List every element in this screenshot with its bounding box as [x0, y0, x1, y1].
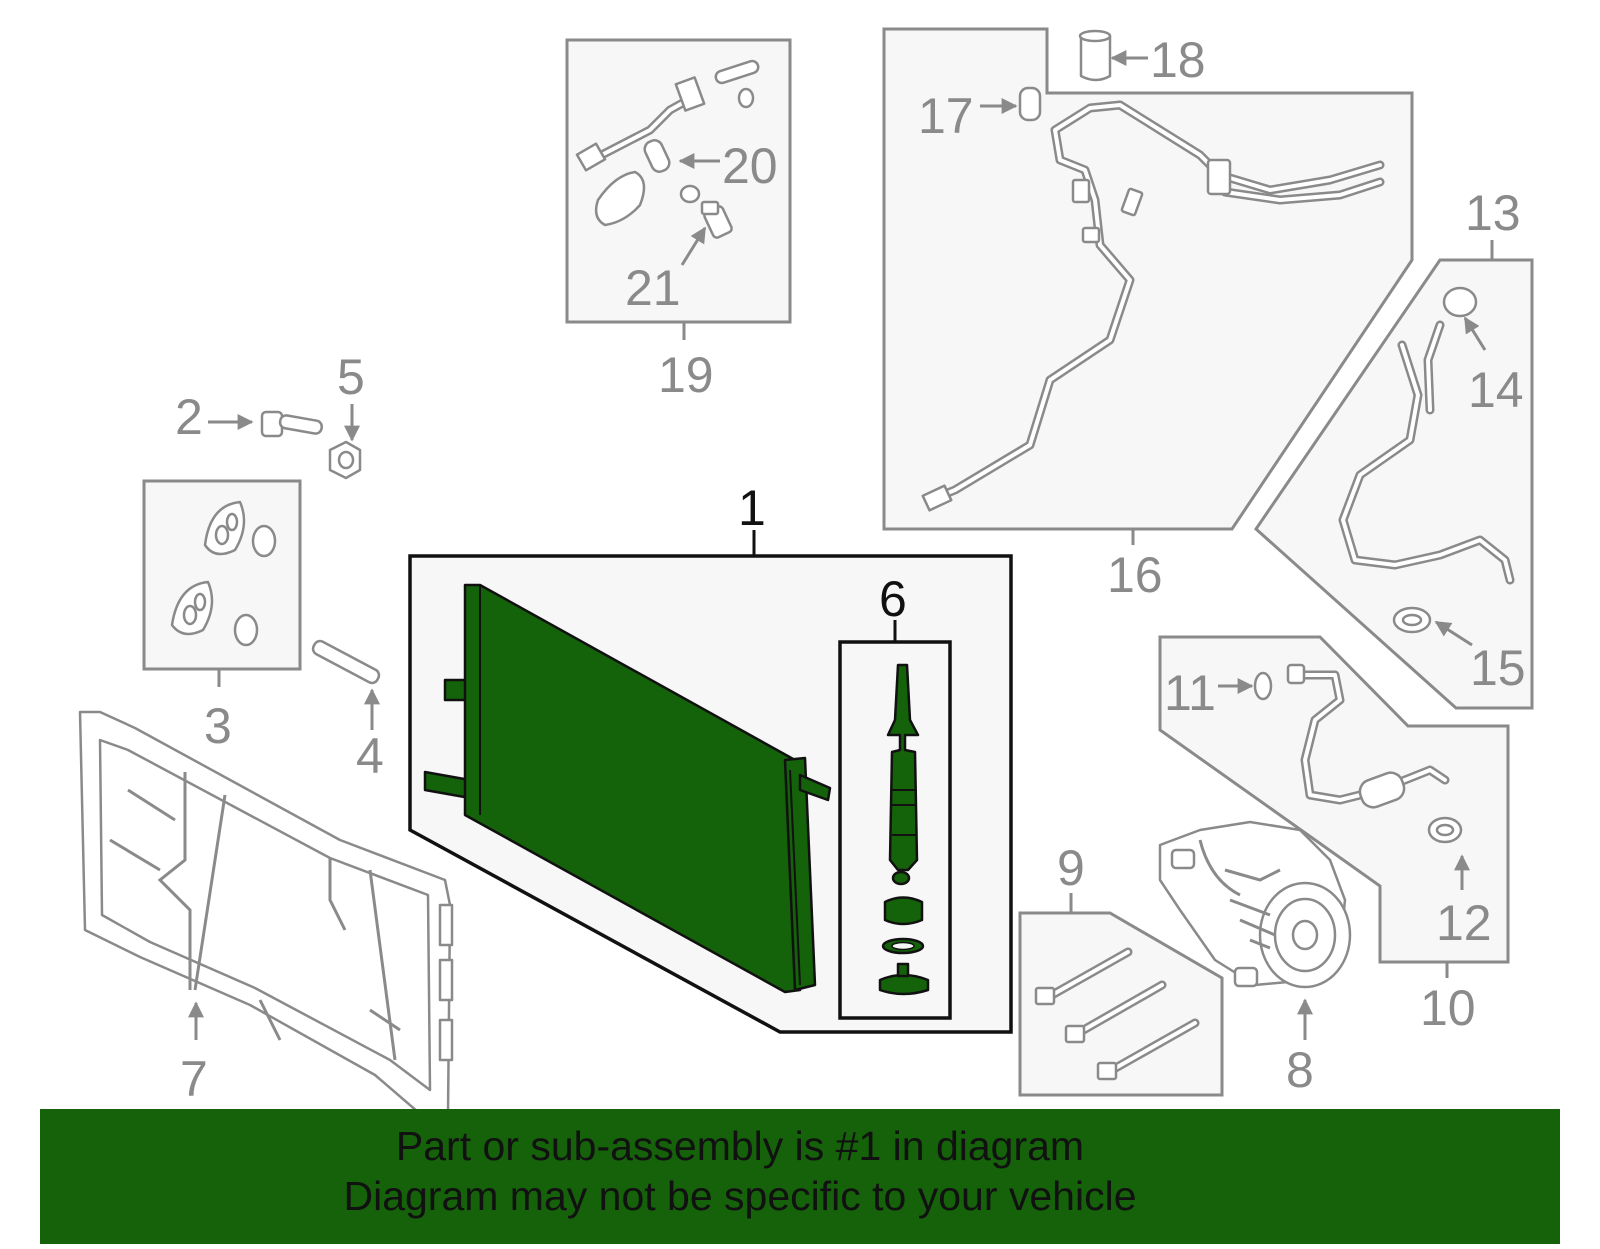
footer-line-2: Diagram may not be specific to your vehi… — [343, 1173, 1137, 1219]
nut-5 — [328, 440, 362, 480]
callout-4: 4 — [356, 728, 384, 784]
callout-15: 15 — [1470, 640, 1526, 696]
callout-13: 13 — [1465, 185, 1521, 241]
callout-2: 2 — [175, 389, 203, 445]
footer-line-1: Part or sub-assembly is #1 in diagram — [395, 1123, 1085, 1169]
callout-21: 21 — [625, 260, 681, 316]
callout-7: 7 — [180, 1051, 208, 1107]
cap-18 — [1078, 29, 1112, 82]
callout-14: 14 — [1468, 362, 1524, 418]
group-16-box — [882, 27, 1414, 531]
callout-8: 8 — [1286, 1042, 1314, 1098]
callout-20: 20 — [722, 138, 778, 194]
group-13-box — [1254, 258, 1534, 710]
group-9-box — [1018, 911, 1224, 1097]
footer-banner: Part or sub-assembly is #1 in diagram Di… — [40, 1109, 1560, 1244]
callout-19: 19 — [658, 347, 714, 403]
bolt-2 — [260, 410, 324, 438]
condenser-1 — [423, 583, 832, 994]
callout-10: 10 — [1420, 980, 1476, 1036]
callout-6: 6 — [879, 571, 907, 627]
callout-11: 11 — [1164, 665, 1216, 721]
callout-9: 9 — [1057, 840, 1085, 896]
callout-16: 16 — [1107, 547, 1163, 603]
support-frame-7 — [78, 710, 454, 1120]
o-ring-17 — [1018, 86, 1042, 122]
callout-3: 3 — [204, 698, 232, 754]
callout-5: 5 — [337, 349, 365, 405]
receiver-drier-6 — [878, 663, 930, 996]
callout-1: 1 — [738, 480, 766, 536]
callout-17: 17 — [918, 88, 974, 144]
pin-4 — [311, 639, 381, 685]
callout-18: 18 — [1150, 32, 1206, 88]
group-19-box — [565, 38, 792, 324]
group-10-box — [1158, 635, 1510, 964]
callout-12: 12 — [1436, 895, 1492, 951]
compressor-8 — [1158, 820, 1352, 989]
group-3-box — [142, 479, 302, 671]
